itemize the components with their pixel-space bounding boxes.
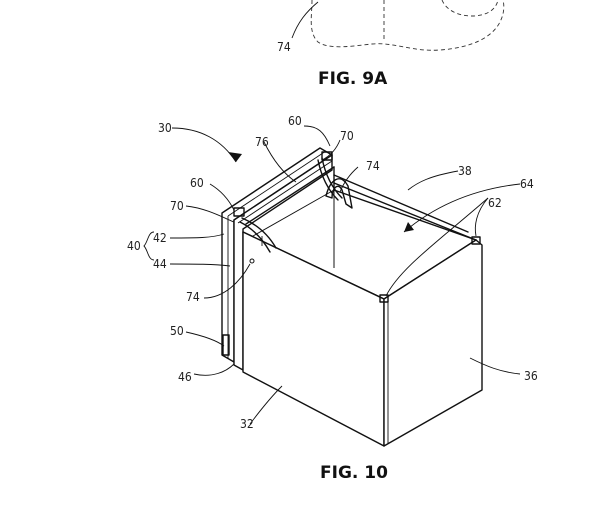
hinge-60-lower [233, 207, 245, 217]
ref-30: 30 [158, 121, 172, 135]
fig-9a-partial-drawing: 74 FIG. 9A [277, 0, 505, 89]
fig-9a-caption: FIG. 9A [318, 69, 388, 89]
fig-10-drawing: 30 60 70 76 74 38 64 62 60 70 40 42 44 7… [127, 114, 538, 483]
corner-connector-62-front [379, 294, 389, 303]
ref-74-upper: 74 [366, 159, 380, 173]
handle-70-upper [317, 157, 343, 201]
ref-42: 42 [153, 231, 167, 245]
ref-62: 62 [488, 196, 502, 210]
ref-50: 50 [170, 324, 184, 338]
fig-10-caption: FIG. 10 [320, 463, 388, 483]
handle-grip-74-upper [325, 178, 353, 209]
ref-32: 32 [240, 417, 254, 431]
ref-70-upper: 70 [340, 129, 354, 143]
ref-64: 64 [520, 177, 534, 191]
ref-36: 36 [524, 369, 538, 383]
ref-44: 44 [153, 257, 167, 271]
ref-60-upper: 60 [288, 114, 302, 128]
ref-40: 40 [127, 239, 141, 253]
ref-74-lower: 74 [186, 290, 200, 304]
ref-60-lower: 60 [190, 176, 204, 190]
front-face-32 [242, 231, 385, 447]
hinge-60-upper [321, 151, 333, 161]
ref-46: 46 [178, 370, 192, 384]
handle-70-lower [239, 217, 277, 253]
ref-70-lower: 70 [170, 199, 184, 213]
fig9a-ref-74: 74 [277, 40, 291, 54]
ref-38: 38 [458, 164, 472, 178]
corner-connector-62-rear [471, 236, 481, 245]
ref-76: 76 [255, 135, 269, 149]
side-face-36 [383, 239, 483, 447]
